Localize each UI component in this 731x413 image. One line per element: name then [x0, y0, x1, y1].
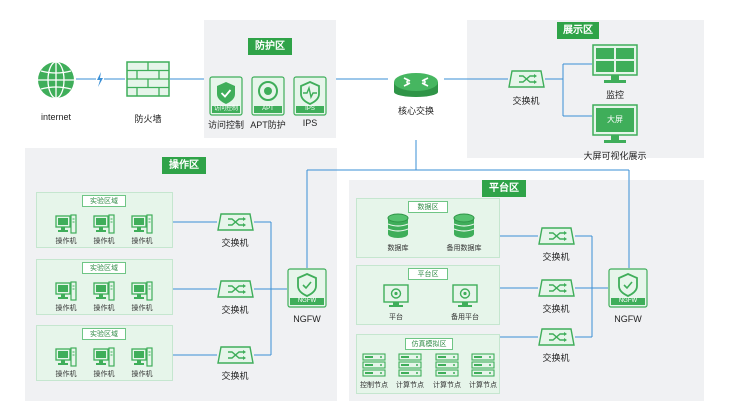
ngfw-device-platform: NGFW — [608, 268, 648, 308]
big-screen-badge: 大屏 — [607, 115, 623, 124]
platform-zone-title: 平台区 — [482, 180, 526, 197]
operator-pc-label: 操作机 — [93, 371, 115, 378]
computer-icon — [55, 346, 77, 373]
display-switch-label: 交换机 — [512, 96, 540, 106]
operator-pc-label: 操作机 — [55, 305, 77, 312]
ngfw-platform-label: NGFW — [614, 314, 642, 324]
switch-icon — [538, 227, 575, 245]
computer-icon — [131, 213, 153, 240]
server-icon — [398, 353, 422, 382]
big-screen-device: 大屏 — [592, 104, 638, 144]
database-label: 数据库 — [387, 245, 409, 252]
compute-node-label-1: 计算节点 — [396, 382, 424, 389]
lab-area-1-title: 实验区域 — [82, 195, 126, 207]
pf-switch-2-label: 交换机 — [542, 304, 570, 314]
internet-label: internet — [40, 112, 72, 122]
op-switch-1-label: 交换机 — [221, 238, 249, 248]
server-icon — [435, 353, 459, 382]
ngfw-badge: NGFW — [297, 298, 317, 304]
monitor-icon — [592, 44, 638, 83]
display-zone — [467, 20, 704, 158]
big-screen-label: 大屏可视化展示 — [583, 151, 647, 161]
lab-area-3-title: 实验区域 — [82, 328, 126, 340]
display-zone-title: 展示区 — [557, 22, 599, 39]
shield-pulse-icon — [293, 76, 327, 116]
pf-switch-3-label: 交换机 — [542, 353, 570, 363]
switch-icon — [538, 279, 575, 297]
switch-icon — [508, 70, 545, 88]
database-icon — [453, 213, 475, 238]
database-icon — [387, 213, 409, 238]
op-switch-3-label: 交换机 — [221, 371, 249, 381]
data-area-title: 数据区 — [408, 201, 448, 213]
ngfw-badge: NGFW — [618, 298, 638, 304]
shield-icon — [608, 268, 648, 308]
access-control-label: 访问控制 — [207, 120, 244, 130]
computer-icon — [93, 346, 115, 373]
server-icon — [362, 353, 386, 382]
computer-icon — [131, 280, 153, 307]
ips-badge: IPS — [305, 106, 315, 112]
switch-icon — [538, 328, 575, 346]
ips-device: IPS — [293, 76, 327, 116]
access-control-badge: 访问控制 — [213, 106, 238, 112]
access-control-device: 访问控制 — [209, 76, 243, 116]
pf-switch-1-label: 交换机 — [542, 252, 570, 262]
platform-monitor-icon — [452, 284, 478, 307]
ips-label: IPS — [302, 118, 318, 128]
backup-platform-label: 备用平台 — [451, 314, 479, 321]
platform-label: 平台 — [389, 314, 403, 321]
firewall-icon — [126, 61, 170, 97]
operation-zone-title: 操作区 — [162, 157, 206, 174]
operator-pc-label: 操作机 — [131, 238, 153, 245]
operator-pc-label: 操作机 — [55, 238, 77, 245]
lab-area-2-title: 实验区域 — [82, 262, 126, 274]
platform-area-title: 平台区 — [408, 268, 448, 280]
shield-check-icon — [209, 76, 243, 116]
compute-node-label-3: 计算节点 — [469, 382, 497, 389]
screen-icon — [592, 104, 638, 143]
backup-database-label: 备用数据库 — [446, 245, 482, 252]
apt-device: APT — [251, 76, 285, 116]
lightning-icon — [97, 72, 103, 87]
monitor-label: 监控 — [605, 90, 624, 100]
operator-pc-label: 操作机 — [131, 305, 153, 312]
radar-icon — [251, 76, 285, 116]
computer-icon — [55, 213, 77, 240]
apt-badge: APT — [262, 106, 274, 112]
shield-icon — [287, 268, 327, 308]
core-switch-label: 核心交换 — [397, 106, 434, 116]
operator-pc-label: 操作机 — [93, 238, 115, 245]
op-switch-2-label: 交换机 — [221, 305, 249, 315]
operator-pc-label: 操作机 — [131, 371, 153, 378]
apt-label: APT防护 — [250, 120, 286, 130]
operator-pc-label: 操作机 — [55, 371, 77, 378]
protection-zone-title: 防护区 — [248, 38, 292, 55]
computer-icon — [131, 346, 153, 373]
computer-icon — [55, 280, 77, 307]
platform-monitor-icon — [383, 284, 409, 307]
switch-icon — [217, 280, 254, 298]
globe-icon — [38, 61, 74, 99]
operator-pc-label: 操作机 — [93, 305, 115, 312]
server-icon — [471, 353, 495, 382]
simulation-area-title: 仿真模拟区 — [405, 338, 453, 350]
firewall-label: 防火墙 — [134, 114, 162, 124]
control-node-label: 控制节点 — [360, 382, 388, 389]
switch-icon — [217, 346, 254, 364]
switch-icon — [217, 213, 254, 231]
ngfw-device-operation: NGFW — [287, 268, 327, 308]
router-icon — [394, 73, 438, 97]
ngfw-operation-label: NGFW — [293, 314, 321, 324]
computer-icon — [93, 213, 115, 240]
compute-node-label-2: 计算节点 — [433, 382, 461, 389]
computer-icon — [93, 280, 115, 307]
